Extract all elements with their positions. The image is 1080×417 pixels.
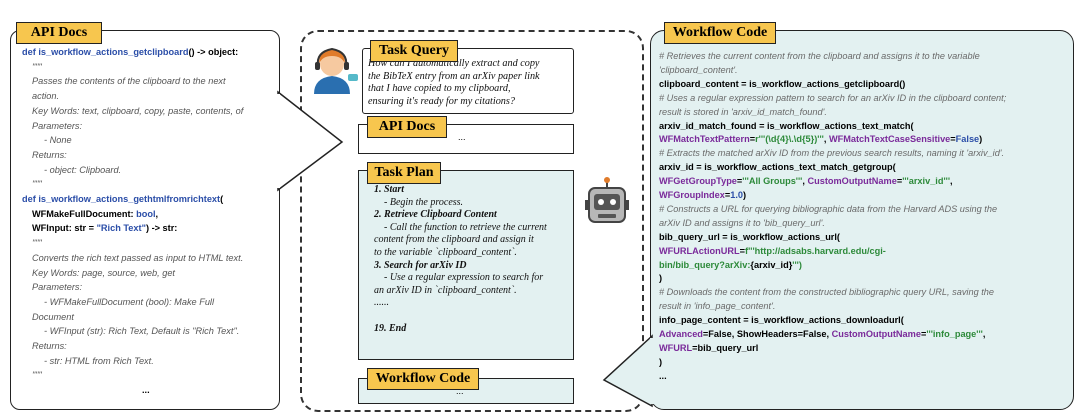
api-doc-line: Returns: — [32, 149, 67, 160]
robot-icon — [585, 177, 629, 223]
api-doc-line: Key Words: text, clipboard, copy, paste,… — [32, 105, 244, 116]
task-plan-line: 1. Start — [374, 184, 405, 195]
api-doc-line: Converts the rich text passed as input t… — [32, 252, 244, 263]
workflow-code-title: Workflow Code — [664, 22, 776, 44]
workflow-code-line: WFGetGroupType='''All Groups''', CustomO… — [659, 176, 953, 187]
workflow-code-line: arxiv_id_match_found = is_workflow_actio… — [659, 120, 914, 131]
task-query-line: How can I automatically extract and copy — [368, 58, 540, 69]
task-plan-line: 3. Search for arXiv ID — [374, 259, 467, 271]
workflow-code-line: Advanced=False, ShowHeaders=False, Custo… — [659, 329, 986, 339]
workflow-code-line: result is stored in 'arxiv_id_match_foun… — [659, 106, 827, 117]
api-docs-title: API Docs — [16, 22, 102, 44]
api-doc-line: - str: HTML from Rich Text. — [44, 355, 154, 366]
api-doc-line: Key Words: page, source, web, get — [32, 267, 175, 278]
api-doc-line: WFMakeFullDocument: bool, — [32, 208, 159, 219]
workflow-code-line: # Downloads the content from the constru… — [659, 287, 995, 298]
api-doc-line: """ — [32, 179, 42, 190]
workflow-code-line: arxiv_id = is_workflow_actions_text_matc… — [659, 162, 896, 173]
api-docs-slot-title: API Docs — [367, 116, 447, 138]
api-doc-line: - WFInput (str): Rich Text, Default is "… — [44, 326, 240, 337]
task-query-line: the BibTeX entry from an arXiv paper lin… — [368, 70, 540, 82]
task-plan-steps: 1. Start- Begin the process.2. Retrieve … — [374, 184, 547, 335]
workflow-code-panel — [650, 30, 1074, 410]
task-plan-line: 19. End — [374, 322, 407, 334]
api-doc-line: action. — [32, 91, 60, 102]
user-avatar-icon — [314, 47, 358, 94]
task-plan-line: - Use a regular expression to search for — [384, 272, 544, 284]
workflow-code-line: WFURL=bib_query_url — [659, 342, 759, 353]
task-query-text: How can I automatically extract and copy… — [368, 58, 540, 108]
workflow-code-line: WFURLActionURL=f'''http://adsabs.harvard… — [659, 245, 886, 256]
workflow-code-line: info_page_content = is_workflow_actions_… — [659, 315, 904, 326]
workflow-code-line: clipboard_content = is_workflow_actions_… — [659, 78, 906, 89]
api-docs-pointer — [276, 90, 344, 192]
api-doc-line: Document — [32, 311, 74, 322]
task-plan-line: 2. Retrieve Clipboard Content — [374, 209, 497, 221]
task-plan-line: - Call the function to retrieve the curr… — [384, 221, 547, 233]
workflow-code-line: # Constructs a URL for querying bibliogr… — [659, 203, 998, 214]
task-plan-line: an arXiv ID in `clipboard_content`. — [374, 284, 517, 296]
task-plan-line: ...... — [374, 297, 389, 309]
api-doc-line: ... — [142, 385, 150, 396]
workflow-code-line: result in 'info_page_content'. — [659, 301, 776, 312]
task-plan-line: to the variable `clipboard_content`. — [374, 246, 517, 258]
api-doc-line: WFInput: str = "Rich Text") -> str: — [32, 223, 178, 234]
task-query-line: ensuring it's ready for my citations? — [368, 95, 515, 107]
task-query-box — [362, 48, 574, 114]
api-doc-line: def is_workflow_actions_gethtmlfromricht… — [22, 194, 224, 204]
task-query-line: that I have copied to my clipboard, — [368, 83, 511, 95]
workflow-code-line: 'clipboard_content'. — [659, 64, 738, 75]
api-doc-line: Returns: — [32, 341, 67, 351]
api-doc-line: Passes the contents of the clipboard to … — [32, 76, 226, 87]
workflow-code-line: ) — [659, 356, 663, 367]
api-doc-line: - object: Clipboard. — [44, 164, 122, 175]
workflow-code-line: bib_query_url = is_workflow_actions_url( — [659, 231, 840, 242]
workflow-code-pointer — [602, 334, 654, 408]
workflow-code-line: # Uses a regular expression pattern to s… — [659, 92, 1007, 103]
workflow-code-line: ... — [659, 370, 667, 381]
workflow-code-line: arXiv ID and assigns it to 'bib_query_ur… — [659, 217, 825, 228]
task-plan-line — [374, 310, 547, 323]
api-docs-panel — [10, 30, 280, 410]
api-doc-line: - None — [44, 135, 72, 146]
task-plan-line: - Begin the process. — [384, 196, 464, 208]
api-docs-slot-ellipsis: ... — [458, 132, 466, 142]
api-doc-line: """ — [32, 370, 42, 381]
workflow-code-line: ) — [659, 273, 663, 284]
task-plan-title: Task Plan — [367, 162, 441, 184]
api-doc-line: def is_workflow_actions_getclipboard() -… — [22, 47, 239, 57]
api-doc-line: """ — [32, 61, 42, 72]
workflow-code-line: # Extracts the matched arXiv ID from the… — [659, 148, 1005, 159]
workflow-code-line: bin/bib_query?arXiv:{arxiv_id}''') — [659, 259, 802, 270]
api-doc-line: - WFMakeFullDocument (bool): Make Full — [44, 296, 215, 307]
api-doc-line: """ — [32, 238, 42, 249]
task-plan-box — [358, 170, 574, 360]
api-doc-line: Parameters: — [32, 120, 83, 131]
task-query-title: Task Query — [370, 40, 458, 62]
api-doc-line: Parameters: — [32, 282, 83, 293]
workflow-code-slot-ellipsis: ... — [456, 386, 464, 396]
task-plan-line: content from the clipboard and assign it — [374, 234, 534, 246]
workflow-code-line: # Retrieves the current content from the… — [659, 51, 980, 61]
workflow-code-line: WFMatchTextPattern=r'''(\d{4}\.\d{5})'''… — [659, 134, 983, 145]
pipeline-region — [300, 30, 644, 412]
workflow-code-line: WFGroupIndex=1.0) — [659, 190, 747, 200]
workflow-code-slot-title: Workflow Code — [367, 368, 479, 390]
